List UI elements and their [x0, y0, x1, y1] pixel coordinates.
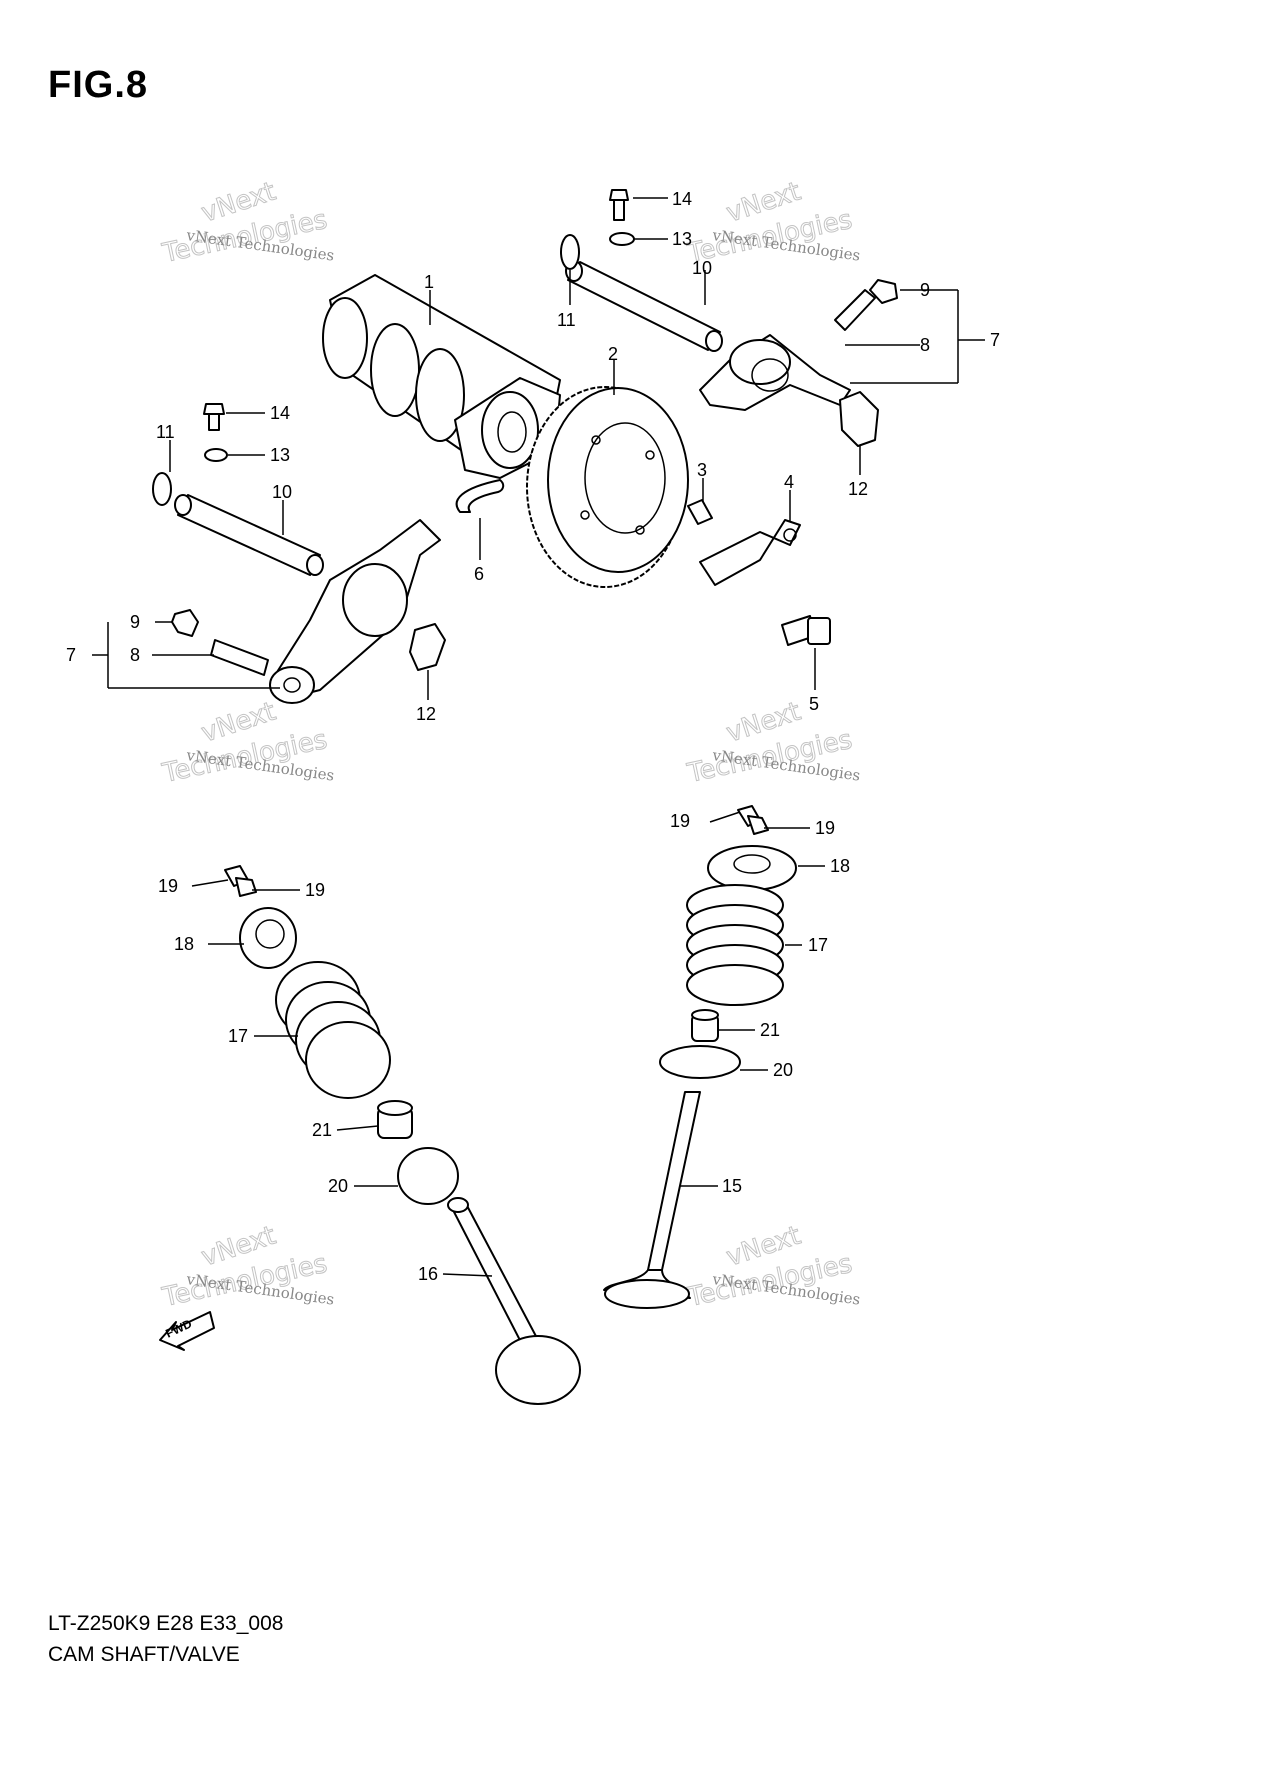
upper-washer-part — [609, 232, 635, 246]
callout-19-right-b: 19 — [815, 818, 835, 838]
cam-sprocket-part — [526, 386, 689, 588]
left-o-ring-part — [152, 472, 172, 506]
model-code-label: LT-Z250K9 E28 E33_008 — [48, 1612, 284, 1635]
callout-17-right: 17 — [808, 935, 828, 955]
forward-direction-icon: FWD — [159, 1311, 215, 1351]
left-lock-nut-part — [171, 609, 199, 637]
dowel-pin-part — [687, 499, 713, 525]
left-rocker-arm-part — [171, 519, 441, 704]
figure-title: FIG.8 — [48, 64, 149, 106]
callout-13-upper: 13 — [672, 229, 692, 249]
upper-rocker-shaft-part — [560, 234, 723, 352]
sprocket-bolt-part — [781, 615, 831, 646]
callout-19-left-a: 19 — [158, 876, 178, 896]
callout-10-left: 10 — [272, 482, 292, 502]
left-washer-part — [204, 448, 228, 462]
callout-15: 15 — [722, 1176, 742, 1196]
callout-5: 5 — [809, 694, 819, 714]
left-adjuster-screw-part — [210, 639, 269, 676]
leader-lines — [92, 197, 985, 1277]
callout-6: 6 — [474, 564, 484, 584]
camshaft-part — [322, 274, 561, 479]
watermark-mid-right: vNext Technologies vNext Technologies — [684, 696, 862, 789]
callout-20-right: 20 — [773, 1060, 793, 1080]
upper-adjuster-screw-part — [834, 289, 876, 331]
callout-10-upper: 10 — [692, 258, 712, 278]
callout-21-right: 21 — [760, 1020, 780, 1040]
right-valve-spring-part — [686, 884, 784, 1006]
callout-21-left: 21 — [312, 1120, 332, 1140]
retainer-hole-icon — [783, 528, 797, 542]
callout-14-upper: 14 — [672, 189, 692, 209]
retainer-plate-part — [699, 519, 801, 586]
callout-labels: 1 2 3 4 5 6 10 14 13 11 9 8 7 12 14 13 1… — [66, 189, 1000, 1284]
upper-rocker-arm-part — [699, 279, 898, 411]
callout-18-right: 18 — [830, 856, 850, 876]
left-gasket-part — [409, 623, 446, 671]
callout-4: 4 — [784, 472, 794, 492]
right-spring-retainer-part — [707, 845, 797, 891]
callout-11-left: 11 — [156, 422, 175, 442]
callout-19-left-b: 19 — [305, 880, 325, 900]
left-valve-assembly — [224, 865, 581, 1405]
callout-12-upper: 12 — [848, 479, 868, 499]
left-valve-seal-part — [377, 1100, 413, 1139]
callout-20-left: 20 — [328, 1176, 348, 1196]
watermark-top-left: vNext Technologies vNext Technologies — [159, 176, 336, 269]
watermark-bottom-left: vNext Technologies vNext Technologies — [159, 1220, 336, 1313]
left-valve-spring-part — [275, 961, 391, 1099]
left-bolt-part — [203, 403, 228, 462]
callout-7-left: 7 — [66, 645, 76, 665]
callout-8-upper: 8 — [920, 335, 930, 355]
upper-bolt-part — [609, 189, 635, 246]
left-rocker-shaft-part — [152, 472, 324, 576]
left-spring-retainer-part — [239, 907, 297, 969]
upper-o-ring-part — [560, 234, 580, 270]
right-spring-seat-part — [659, 1045, 741, 1079]
callout-9-left: 9 — [130, 612, 140, 632]
callout-9-upper: 9 — [920, 280, 930, 300]
section-name-label: CAM SHAFT/VALVE — [48, 1643, 240, 1666]
right-valve-seal-part — [691, 1009, 719, 1042]
left-cotter-lower-part — [235, 877, 257, 897]
watermark-top-right: vNext Technologies vNext Technologies — [684, 176, 862, 269]
callout-18-left: 18 — [174, 934, 194, 954]
upper-gasket-part — [839, 391, 879, 447]
callout-19-right-a: 19 — [670, 811, 690, 831]
right-cotter-lower-part — [747, 815, 769, 835]
watermark-mid-left: vNext Technologies vNext Technologies — [159, 696, 336, 789]
callout-1: 1 — [424, 272, 434, 292]
left-valve-part — [447, 1197, 581, 1405]
callout-8-left: 8 — [130, 645, 140, 665]
callout-2: 2 — [608, 344, 618, 364]
callout-14-left: 14 — [270, 403, 290, 423]
right-valve-assembly — [603, 805, 797, 1309]
upper-lock-nut-part — [869, 279, 898, 304]
watermark-bottom-right: vNext Technologies vNext Technologies — [684, 1220, 862, 1313]
callout-3: 3 — [697, 460, 707, 480]
callout-13-left: 13 — [270, 445, 290, 465]
callout-16: 16 — [418, 1264, 438, 1284]
callout-11-upper: 11 — [557, 310, 576, 330]
callout-7-upper: 7 — [990, 330, 1000, 350]
callout-12-left: 12 — [416, 704, 436, 724]
right-valve-part — [603, 1091, 701, 1309]
cam-circlip-part — [455, 479, 505, 513]
callout-17-left: 17 — [228, 1026, 248, 1046]
left-spring-seat-part — [397, 1147, 459, 1205]
